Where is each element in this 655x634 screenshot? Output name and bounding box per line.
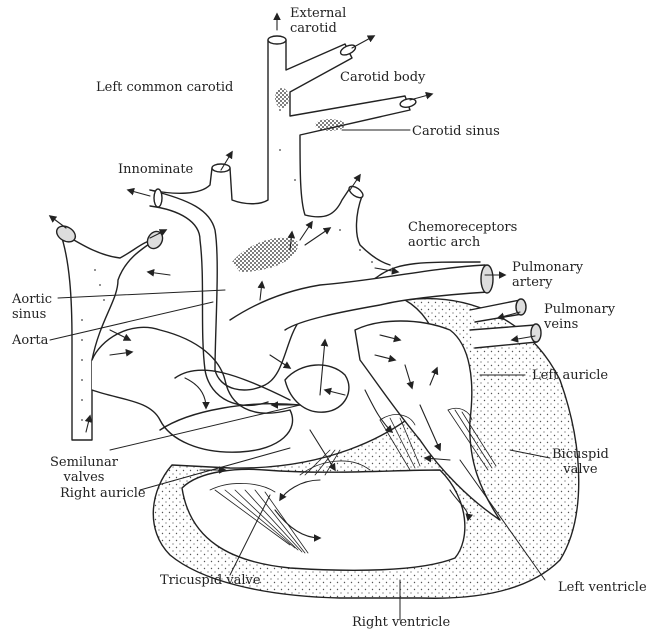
label-external-carotid: External carotid [290, 6, 346, 36]
pulmonary-vein-upper [470, 300, 522, 322]
label-left-ventricle: Left ventricle [558, 580, 647, 595]
label-right-ventricle: Right ventricle [352, 615, 450, 630]
label-tricuspid-valve: Tricuspid valve [160, 573, 261, 588]
label-carotid-sinus: Carotid sinus [412, 124, 500, 139]
carotid-body-mark [275, 88, 289, 108]
label-left-auricle: Left auricle [532, 368, 608, 383]
label-innominate: Innominate [118, 162, 193, 177]
label-chemoreceptors: Chemoreceptors aortic arch [408, 220, 517, 250]
aortic-chemoreceptor-mark [232, 238, 298, 272]
label-pulmonary-artery: Pulmonary artery [512, 260, 583, 290]
label-bicuspid-valve: Bicuspid valve [552, 447, 609, 477]
label-left-common-carotid: Left common carotid [96, 80, 233, 95]
right-atrium [92, 327, 293, 452]
carotid-sinus-mark [315, 119, 345, 131]
label-pulmonary-veins: Pulmonary veins [544, 302, 615, 332]
label-aortic-sinus: Aortic sinus [12, 292, 52, 322]
label-aorta: Aorta [12, 333, 48, 348]
label-right-auricle: Right auricle [60, 486, 146, 501]
label-carotid-body: Carotid body [340, 70, 425, 85]
label-semilunar-valves: Semilunar valves [50, 455, 118, 485]
